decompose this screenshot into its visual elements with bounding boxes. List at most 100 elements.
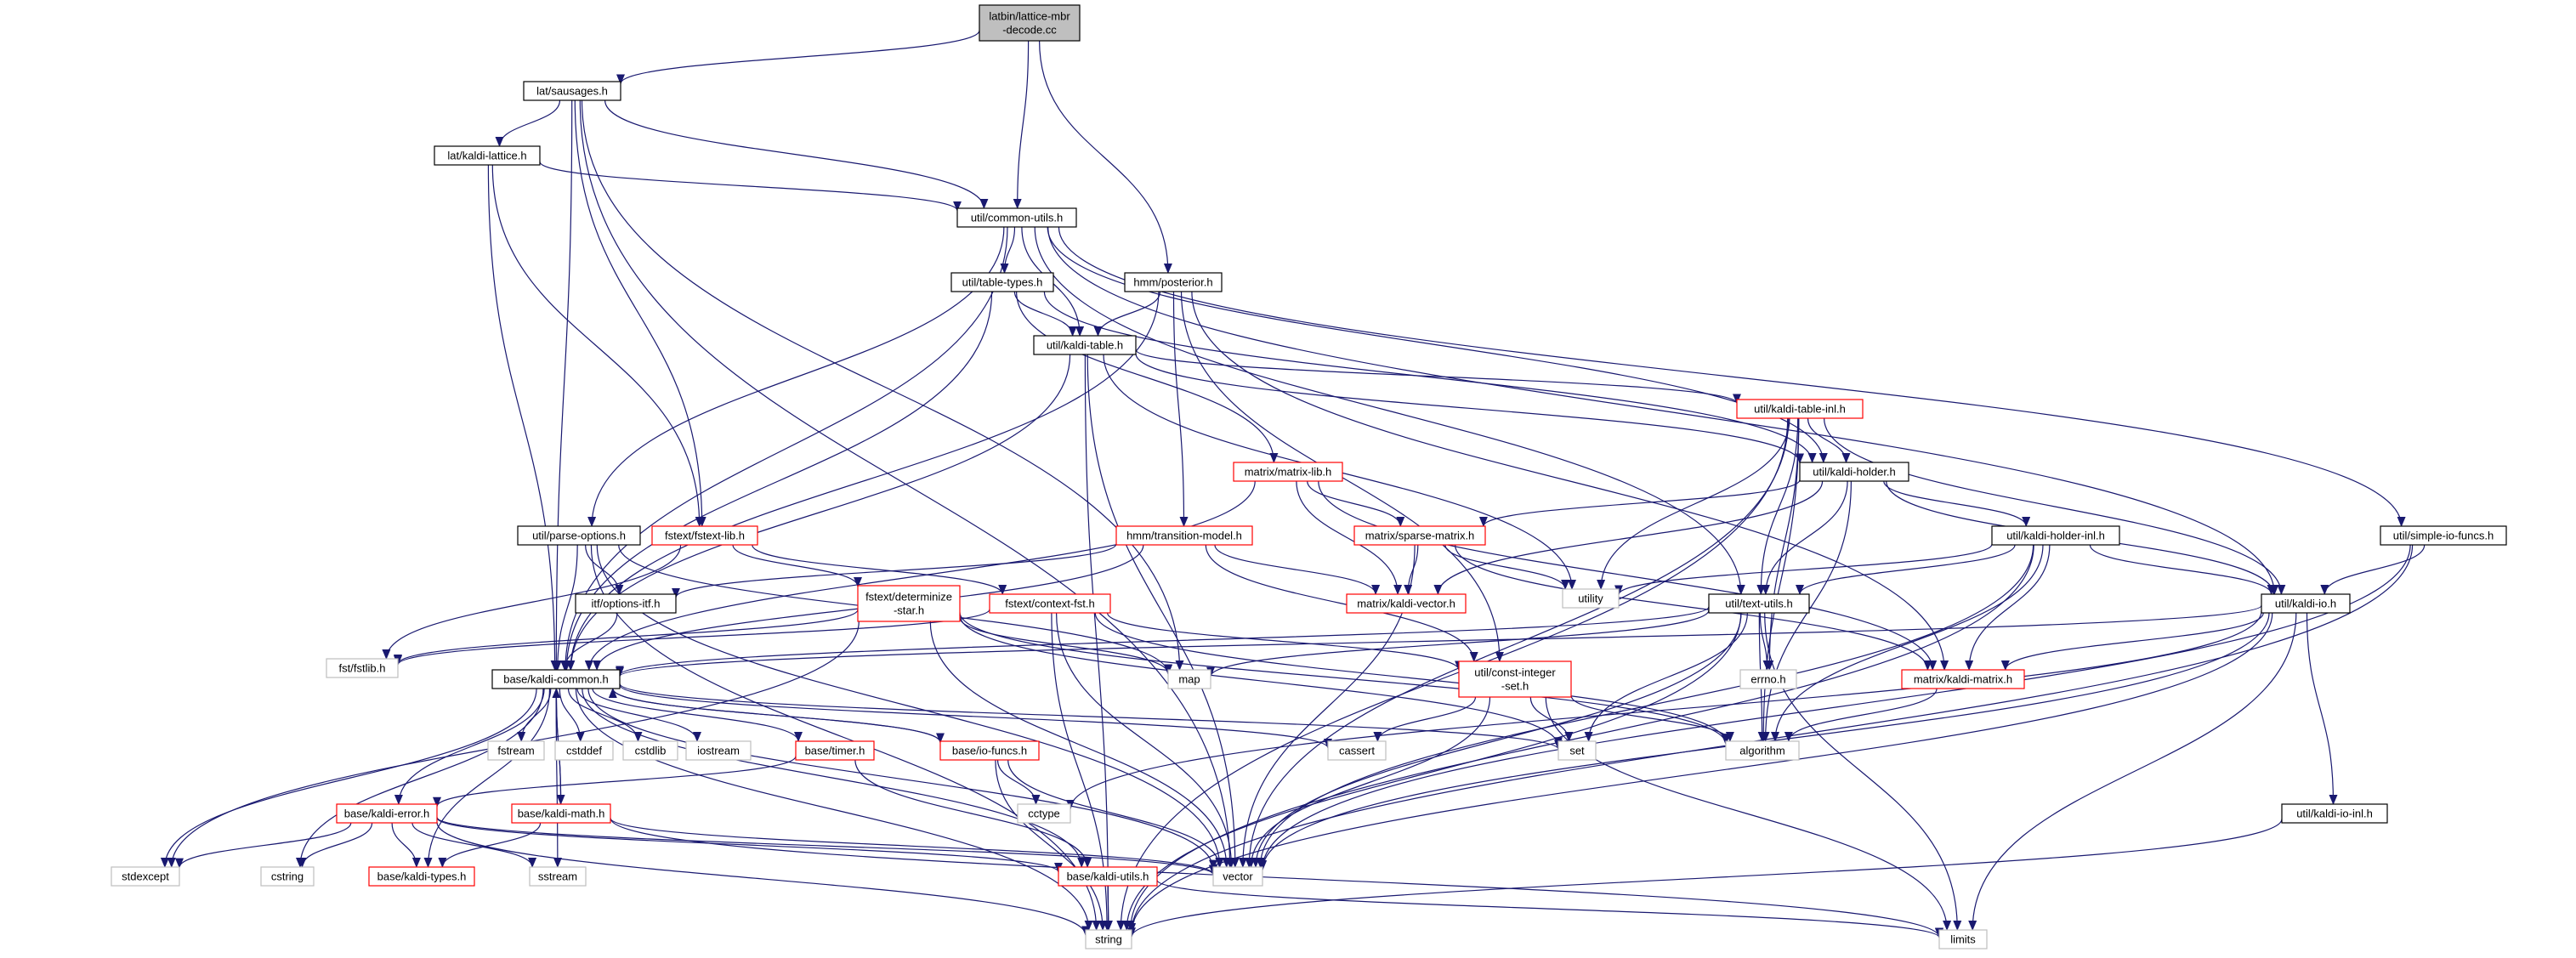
node-kalditableinl[interactable]: util/kaldi-table-inl.h bbox=[1736, 399, 1864, 419]
node-commonutils[interactable]: util/common-utils.h bbox=[956, 207, 1077, 228]
node-kaldimath[interactable]: base/kaldi-math.h bbox=[511, 803, 611, 824]
node-box bbox=[1115, 525, 1253, 546]
node-cctype[interactable]: cctype bbox=[1017, 803, 1071, 824]
edge-kaldicommon-to-cstring bbox=[296, 688, 544, 868]
edge-simpleio-to-vector bbox=[1258, 544, 2411, 870]
edge-textutils-to-kaldicommon bbox=[616, 606, 1710, 677]
edge-root-to-commonutils bbox=[1013, 40, 1030, 209]
node-label: hmm/transition-model.h bbox=[1126, 530, 1242, 542]
node-label: set bbox=[1569, 745, 1585, 757]
edge-kalditableinl-to-kaldiholder bbox=[1807, 417, 1851, 463]
edge-commonutils-to-textutils bbox=[1034, 226, 1745, 595]
node-tabletypes[interactable]: util/table-types.h bbox=[950, 272, 1054, 292]
node-sstream[interactable]: sstream bbox=[529, 866, 587, 887]
node-label: matrix/sparse-matrix.h bbox=[1365, 530, 1475, 542]
node-box bbox=[523, 81, 621, 101]
node-box bbox=[1558, 740, 1597, 761]
node-parseoptions[interactable]: util/parse-options.h bbox=[517, 525, 641, 546]
edge-kaldiholder-to-kaldivector bbox=[1433, 480, 1824, 595]
node-label: cstdlib bbox=[635, 745, 667, 757]
edge-holderinl-to-algorithm bbox=[1771, 544, 2044, 742]
node-utility[interactable]: utility bbox=[1562, 588, 1620, 609]
node-map[interactable]: map bbox=[1167, 669, 1211, 689]
node-iofuncs[interactable]: base/io-funcs.h bbox=[939, 740, 1040, 761]
edge-kaldimath-to-limits bbox=[610, 818, 1943, 938]
edge-kalditable-to-kalditableinl bbox=[1135, 349, 1741, 405]
node-contextfst[interactable]: fstext/context-fst.h bbox=[989, 593, 1111, 614]
node-box bbox=[368, 866, 475, 887]
node-limits[interactable]: limits bbox=[1938, 929, 1988, 949]
node-box bbox=[1058, 866, 1158, 887]
node-box bbox=[554, 740, 614, 761]
node-textutils[interactable]: util/text-utils.h bbox=[1708, 593, 1810, 614]
node-box bbox=[950, 272, 1054, 292]
node-kaldimatrix[interactable]: matrix/kaldi-matrix.h bbox=[1901, 669, 2025, 689]
node-box bbox=[1799, 462, 1909, 482]
edge-sparse-to-kaldimatrix bbox=[1455, 544, 1932, 671]
node-kaldiutils[interactable]: base/kaldi-utils.h bbox=[1058, 866, 1158, 887]
node-algorithm[interactable]: algorithm bbox=[1725, 740, 1800, 761]
edge-holderinl-to-kaldimatrix bbox=[1965, 544, 2051, 671]
edge-kaldicommon-to-set bbox=[619, 683, 1563, 751]
node-fstextlib[interactable]: fstext/fstext-lib.h bbox=[651, 525, 758, 546]
node-kalditypes[interactable]: base/kaldi-types.h bbox=[368, 866, 475, 887]
node-determinize[interactable]: fstext/determinize-star.h bbox=[857, 585, 961, 622]
node-kalditable[interactable]: util/kaldi-table.h bbox=[1033, 335, 1137, 355]
node-cstddef[interactable]: cstddef bbox=[554, 740, 614, 761]
edge-kaldilattice-to-kaldicommon bbox=[487, 164, 559, 671]
node-matrixlib[interactable]: matrix/matrix-lib.h bbox=[1233, 462, 1343, 482]
node-kaldiholder[interactable]: util/kaldi-holder.h bbox=[1799, 462, 1909, 482]
node-kaldiio[interactable]: util/kaldi-io.h bbox=[2261, 593, 2351, 614]
node-vector[interactable]: vector bbox=[1212, 866, 1263, 887]
edge-kaldimath-to-vector bbox=[610, 817, 1217, 876]
node-box bbox=[1739, 669, 1797, 689]
node-label: limits bbox=[1950, 933, 1976, 946]
node-kaldierror[interactable]: base/kaldi-error.h bbox=[336, 803, 438, 824]
node-holderinl[interactable]: util/kaldi-holder-inl.h bbox=[1991, 525, 2120, 546]
node-label: base/timer.h bbox=[805, 745, 865, 757]
node-root[interactable]: latbin/lattice-mbr-decode.cc bbox=[979, 4, 1081, 42]
node-stdexcept[interactable]: stdexcept bbox=[111, 866, 180, 887]
node-cassert[interactable]: cassert bbox=[1327, 740, 1387, 761]
node-string[interactable]: string bbox=[1085, 929, 1132, 949]
edge-sausages-to-vector bbox=[579, 99, 1234, 868]
node-constint[interactable]: util/const-integer-set.h bbox=[1458, 660, 1572, 698]
node-iostream[interactable]: iostream bbox=[685, 740, 752, 761]
node-timer[interactable]: base/timer.h bbox=[795, 740, 875, 761]
node-label: lat/kaldi-lattice.h bbox=[447, 150, 526, 162]
edge-tabletypes-to-matrixlib bbox=[1016, 291, 1279, 463]
node-label: vector bbox=[1223, 870, 1253, 883]
node-sparse[interactable]: matrix/sparse-matrix.h bbox=[1353, 525, 1486, 546]
node-set[interactable]: set bbox=[1558, 740, 1597, 761]
edge-matrixlib-to-sparse bbox=[1307, 480, 1405, 527]
node-label: hmm/posterior.h bbox=[1133, 276, 1212, 289]
node-fstlib[interactable]: fst/fstlib.h bbox=[326, 658, 399, 678]
node-kaldivector[interactable]: matrix/kaldi-vector.h bbox=[1346, 593, 1467, 614]
node-box bbox=[857, 585, 961, 622]
node-box bbox=[1167, 669, 1211, 689]
node-label: map bbox=[1178, 673, 1200, 686]
node-transition[interactable]: hmm/transition-model.h bbox=[1115, 525, 1253, 546]
edge-kaldiio-to-cctype bbox=[1066, 610, 2262, 810]
node-kaldilattice[interactable]: lat/kaldi-lattice.h bbox=[434, 145, 541, 166]
node-posterior[interactable]: hmm/posterior.h bbox=[1124, 272, 1223, 292]
node-kaldiioinl[interactable]: util/kaldi-io-inl.h bbox=[2281, 803, 2388, 824]
node-label: cstring bbox=[271, 870, 304, 883]
edge-iofuncs-to-kaldicommon bbox=[608, 688, 941, 743]
node-errno[interactable]: errno.h bbox=[1739, 669, 1797, 689]
node-optionsitf[interactable]: itf/options-itf.h bbox=[575, 593, 677, 614]
node-label: algorithm bbox=[1739, 745, 1784, 757]
node-cstdlib[interactable]: cstdlib bbox=[622, 740, 678, 761]
edge-kaldierror-to-sstream bbox=[411, 822, 537, 868]
node-label: util/kaldi-holder-inl.h bbox=[2006, 530, 2105, 542]
edge-commonutils-to-kaldiholder bbox=[1047, 226, 1828, 463]
edge-transition-to-kaldivector bbox=[1214, 544, 1381, 595]
node-label: util/kaldi-table.h bbox=[1047, 339, 1123, 352]
node-kaldicommon[interactable]: base/kaldi-common.h bbox=[491, 669, 621, 689]
edge-root-to-posterior bbox=[1039, 40, 1172, 274]
node-cstring[interactable]: cstring bbox=[260, 866, 315, 887]
node-simpleio[interactable]: util/simple-io-funcs.h bbox=[2380, 525, 2507, 546]
node-fstream[interactable]: fstream bbox=[487, 740, 545, 761]
edge-determinize-to-map bbox=[959, 617, 1172, 675]
node-sausages[interactable]: lat/sausages.h bbox=[523, 81, 621, 101]
